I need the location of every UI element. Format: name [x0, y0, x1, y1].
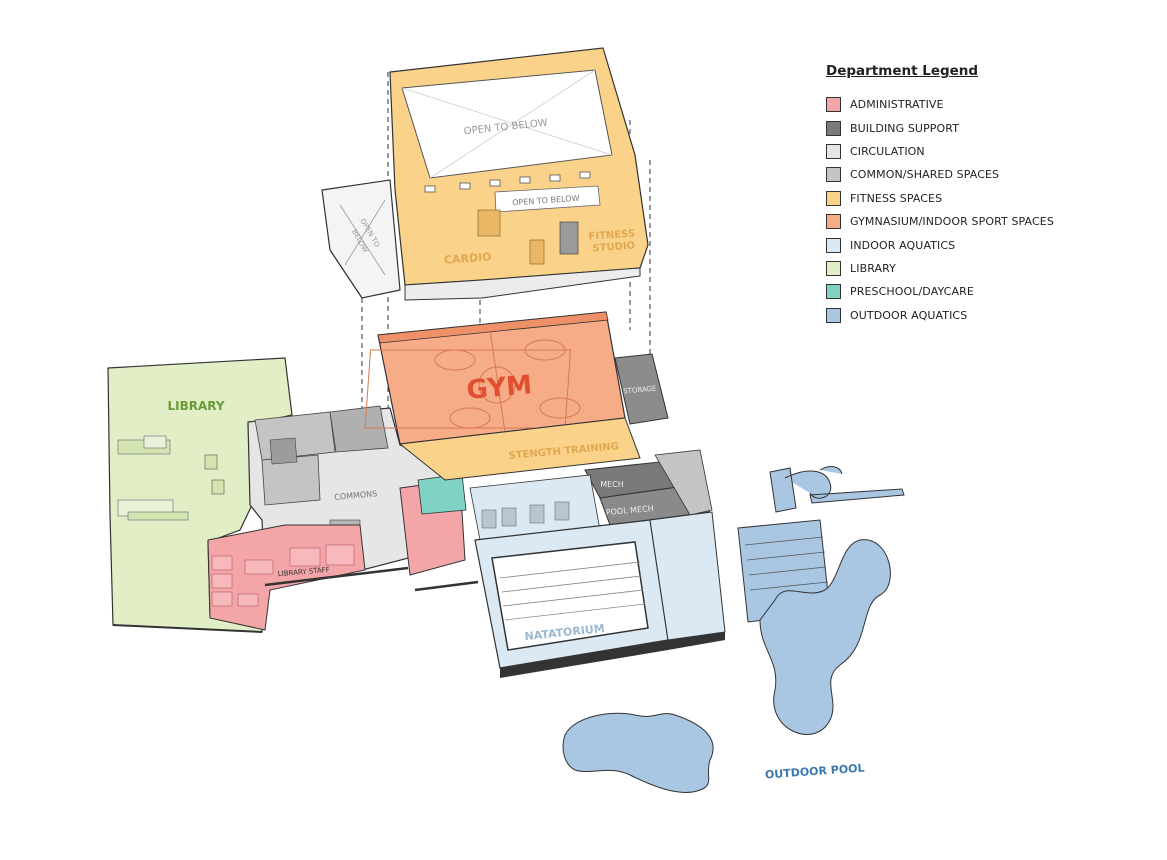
upper-level: OPEN TO BELOW OPEN TO BELOW OPEN TO BELO…	[321, 47, 649, 301]
commons-label: COMMONS	[334, 489, 378, 502]
legend-item: BUILDING SUPPORT	[826, 116, 1126, 139]
fitness-studio-label-2: STUDIO	[592, 241, 635, 255]
outdoor-pool-lower	[562, 712, 714, 793]
legend-swatch	[826, 284, 841, 300]
legend-swatch	[826, 120, 841, 136]
legend-label: COMMON/SHARED SPACES	[850, 168, 1000, 182]
legend-item: OUTDOOR AQUATICS	[826, 304, 1126, 327]
legend-item: COMMON/SHARED SPACES	[826, 163, 1126, 186]
legend-list: ADMINISTRATIVE BUILDING SUPPORT CIRCULATIO…	[826, 93, 1126, 327]
upper-open-band	[494, 185, 601, 213]
legend-swatch	[826, 167, 841, 183]
legend-label: OUTDOOR AQUATICS	[850, 308, 968, 322]
legend-swatch	[826, 260, 841, 276]
gym-label: GYM	[465, 370, 533, 406]
legend-item: PRESCHOOL/DAYCARE	[826, 280, 1126, 303]
legend-label: PRESCHOOL/DAYCARE	[850, 285, 974, 299]
leisure-pool	[759, 539, 891, 735]
natatorium-block: NATATORIUM	[474, 511, 726, 678]
legend-item: FITNESS SPACES	[826, 187, 1126, 210]
legend-item: LIBRARY	[826, 257, 1126, 280]
outdoor-pool-label: OUTDOOR POOL	[765, 762, 865, 782]
strength-block: STENGTH TRAINING	[398, 417, 641, 481]
legend-item: INDOOR AQUATICS	[826, 233, 1126, 256]
admin-block: LIBRARY STAFF	[207, 473, 479, 631]
storage-label: STORAGE	[623, 385, 657, 396]
outdoor-aquatics	[562, 466, 905, 793]
legend-item: CIRCULATION	[826, 140, 1126, 163]
legend-title: Department Legend	[826, 63, 979, 79]
mech-block: MECH POOL MECH	[469, 449, 713, 541]
fitness-studio-label-1: FITNESS	[588, 228, 635, 242]
mech-label: MECH	[600, 480, 624, 489]
legend-swatch	[826, 143, 841, 159]
legend-label: FITNESS SPACES	[850, 191, 943, 205]
legend-item: GYMNASIUM/INDOOR SPORT SPACES	[826, 210, 1126, 233]
legend-swatch	[826, 307, 841, 323]
legend-swatch	[826, 237, 841, 253]
waterslide	[769, 466, 905, 513]
library-wing: LIBRARY	[107, 357, 293, 633]
legend-label: CIRCULATION	[850, 144, 925, 158]
cardio-label: CARDIO	[444, 250, 492, 266]
legend-label: LIBRARY	[850, 261, 896, 275]
legend-label: GYMNASIUM/INDOOR SPORT SPACES	[850, 215, 1054, 229]
legend-label: ADMINISTRATIVE	[850, 98, 944, 112]
legend-label: BUILDING SUPPORT	[850, 121, 960, 135]
pool-mech-label: POOL MECH	[605, 504, 654, 517]
strength-floor	[398, 417, 641, 481]
gym-block: GYM STORAGE	[364, 311, 669, 445]
legend-swatch	[826, 214, 841, 230]
department-legend: Department Legend ADMINISTRATIVE BUILDING…	[826, 63, 1126, 327]
library-label: LIBRARY	[167, 399, 224, 413]
legend-swatch	[826, 190, 841, 206]
legend-swatch	[826, 97, 841, 113]
legend-item: ADMINISTRATIVE	[826, 93, 1126, 116]
legend-label: INDOOR AQUATICS	[850, 238, 956, 252]
